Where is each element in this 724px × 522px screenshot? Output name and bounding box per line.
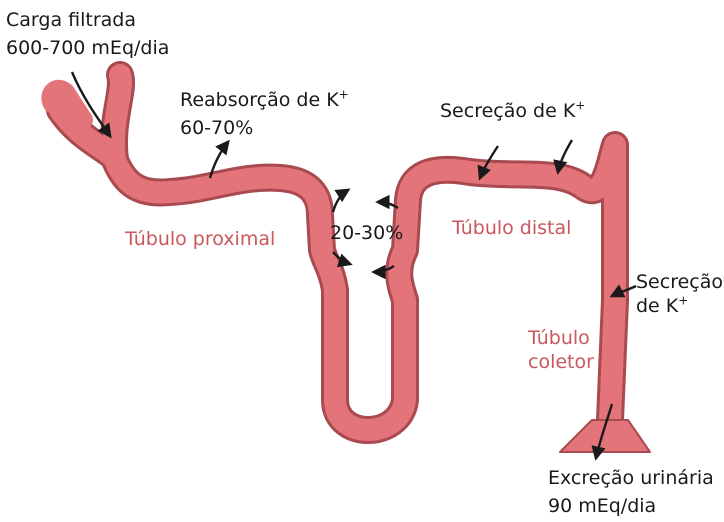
excretion-value: 90 mEq/dia	[548, 494, 656, 518]
collecting-secretion-line2-text: de K	[636, 295, 678, 317]
distal-tubule-label: Túbulo distal	[452, 216, 571, 240]
reabsorption-title-text: Reabsorção de K	[180, 89, 339, 111]
reabsorption-value: 60-70%	[180, 116, 253, 140]
distal-secretion-title-text: Secreção de K	[440, 100, 575, 122]
potassium-charge: +	[575, 99, 585, 113]
loop-reabsorption-value: 20-30%	[330, 221, 403, 245]
reabsorption-title: Reabsorção de K+	[180, 88, 349, 112]
collecting-secretion-line1: Secreção	[636, 270, 723, 294]
proximal-tubule-label: Túbulo proximal	[125, 227, 275, 251]
collecting-duct-label-line1: Túbulo	[528, 326, 590, 350]
collecting-secretion-line2: de K+	[636, 294, 688, 318]
filtered-load-value: 600-700 mEq/dia	[6, 36, 169, 60]
tubule	[50, 75, 650, 452]
excretion-title: Excreção urinária	[548, 466, 714, 490]
filtered-load-title: Carga filtrada	[6, 8, 136, 32]
loop-reabsorption-arrow-upper	[333, 190, 348, 212]
distal-secretion-title: Secreção de K+	[440, 99, 585, 123]
potassium-charge: +	[678, 294, 688, 308]
collecting-duct-label-line2: coletor	[528, 350, 594, 374]
potassium-charge: +	[339, 88, 349, 102]
